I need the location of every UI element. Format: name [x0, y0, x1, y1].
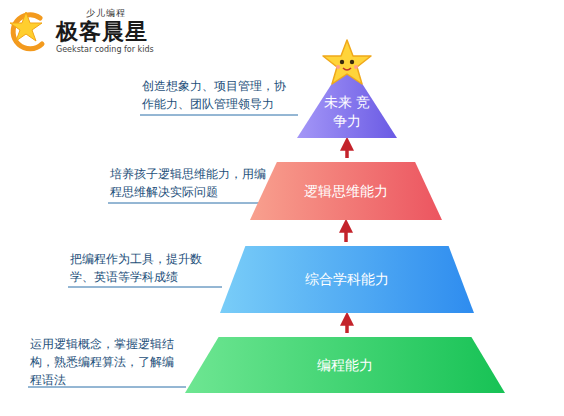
logo-icon — [10, 12, 42, 49]
band-content: 编程能力 — [185, 337, 505, 393]
logo-text: Geekstar coding for kids — [56, 45, 186, 55]
annotation-note: 培养孩子逻辑思维能力，用编程思维解决实际问题 — [110, 166, 272, 202]
logo-text: 极客晨星 — [56, 19, 166, 44]
pyramid-band: 编程能力 — [185, 337, 505, 393]
pyramid-band: 综合学科能力 — [220, 246, 474, 313]
band-label: 编程能力 — [317, 356, 373, 375]
star-mascot — [319, 38, 375, 88]
annotation-note: 创造想象力、项目管理，协作能力、团队管理领导力 — [142, 78, 296, 114]
logo-text: 少儿编程 — [86, 8, 166, 19]
band-content: 综合学科能力 — [220, 246, 474, 313]
band-content: 逻辑思维能力 — [250, 162, 442, 220]
up-arrow — [345, 143, 349, 158]
up-arrow — [345, 318, 349, 333]
pyramid-band: 逻辑思维能力 — [250, 162, 442, 220]
annotation-note: 运用逻辑概念，掌握逻辑结构，熟悉编程算法，了解编程语法 — [30, 336, 184, 389]
band-label: 综合学科能力 — [305, 270, 389, 289]
up-arrow — [344, 225, 348, 242]
annotation-note: 把编程作为工具，提升数学、英语等学科成绩 — [70, 251, 220, 287]
band-label: 逻辑思维能力 — [304, 182, 388, 201]
band-label: 未来 竞争力 — [317, 93, 377, 131]
